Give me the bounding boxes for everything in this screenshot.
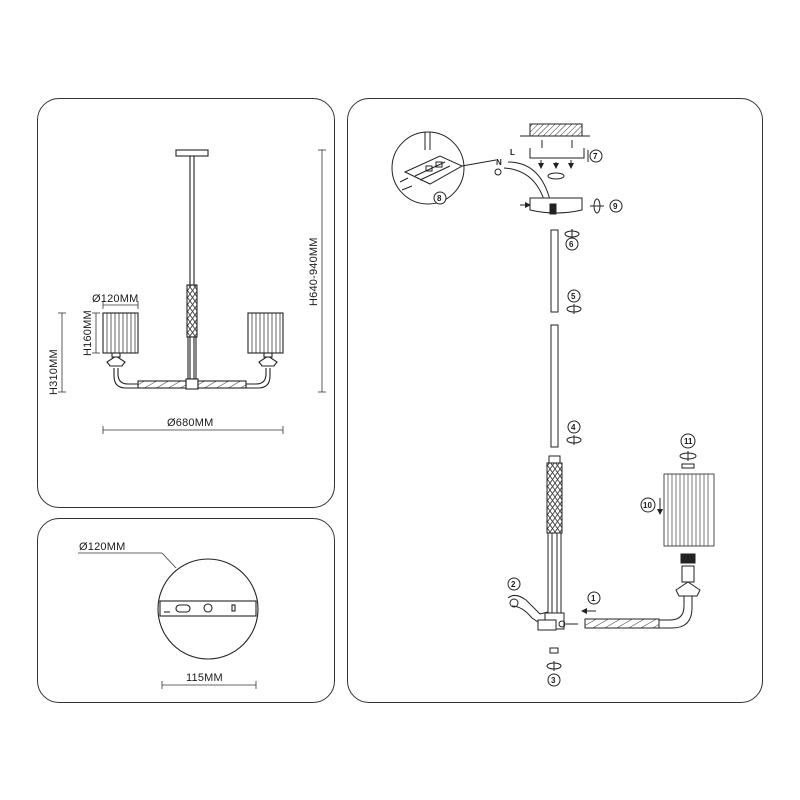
- wire-label-live: L: [510, 148, 515, 157]
- step-9-number: 9: [613, 202, 618, 211]
- step-2-number: 2: [511, 580, 516, 589]
- step-11-number: 11: [684, 437, 693, 446]
- step-5-number: 5: [571, 292, 576, 301]
- step-6-number: 6: [569, 240, 574, 249]
- span-diameter-label: Ø680MM: [167, 417, 213, 429]
- wiring-detail-magnifier: [391, 131, 502, 205]
- junction-detail: [507, 577, 578, 687]
- step-4-number: 4: [571, 423, 576, 432]
- step-10-indicator: [640, 497, 663, 515]
- rod-segment-middle: [550, 324, 559, 448]
- canopy-diameter-label: Ø120MM: [79, 541, 125, 553]
- step-1-number: 1: [591, 594, 596, 603]
- step-10-number: 10: [643, 501, 652, 510]
- bracket-width-label: 115MM: [186, 672, 223, 684]
- step-9-indicator: [590, 198, 623, 214]
- dimension-lines: [58, 149, 326, 434]
- total-height-label: H640-940MM: [308, 237, 320, 306]
- step-1-indicator: [581, 591, 601, 614]
- step-8-number: 8: [437, 194, 442, 203]
- arm-height-label: H310MM: [48, 349, 60, 395]
- shade-height-label: H160MM: [82, 310, 94, 356]
- step-3-number: 3: [551, 676, 556, 685]
- side-arm: [584, 553, 701, 629]
- decorative-column: [544, 455, 565, 630]
- step-5-indicator: [566, 289, 582, 314]
- lamp-shade: [663, 473, 715, 547]
- shade-diameter-label: Ø120MM: [92, 293, 138, 305]
- chandelier-front-view: [102, 149, 284, 390]
- step-7-indicator: [587, 149, 603, 163]
- dimensions-panel: [37, 98, 335, 508]
- step-11-indicator: [679, 433, 697, 469]
- canopy-dimension-lines: [78, 552, 257, 689]
- rod-segment-upper: [550, 229, 559, 313]
- step-4-indicator: [566, 420, 582, 445]
- canopy-bracket-view: [157, 558, 259, 660]
- wire-label-neutral: N: [496, 158, 502, 167]
- ceiling-mount: [503, 123, 590, 215]
- step-6-indicator: [564, 229, 580, 251]
- step-7-number: 7: [593, 152, 598, 161]
